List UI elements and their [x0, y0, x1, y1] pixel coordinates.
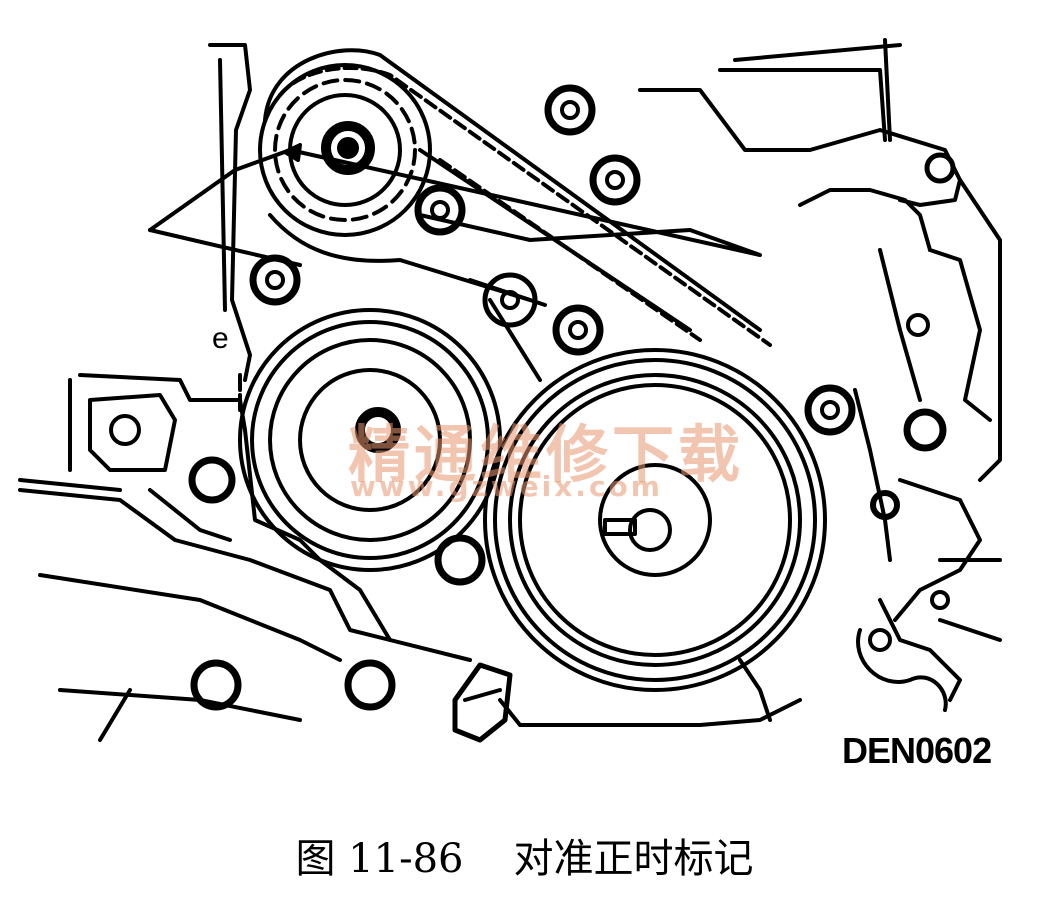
watermark-text: 精通维修下载: [348, 418, 745, 491]
figure-caption: 图 11-86 对准正时标记: [0, 826, 1049, 884]
watermark-url: www.gzweix.com: [350, 470, 663, 503]
timing-mark-label: e: [212, 322, 229, 355]
figure-number: 图 11-86: [295, 836, 464, 882]
crankshaft-pulley: [483, 298, 827, 692]
timing-mark-pointers: [148, 143, 762, 267]
hex-nut: [452, 662, 513, 743]
right-mount: [856, 408, 1002, 712]
tensioner-pulley: [238, 308, 502, 572]
engine-housing: [18, 38, 1002, 742]
camshaft-sprocket: [258, 63, 432, 237]
timing-belt-diagram: [18, 38, 1002, 743]
drawing-code: DEN0602: [842, 730, 992, 771]
left-bracket: [88, 373, 242, 472]
figure-title: 对准正时标记: [513, 836, 754, 882]
bolts: [109, 84, 956, 711]
